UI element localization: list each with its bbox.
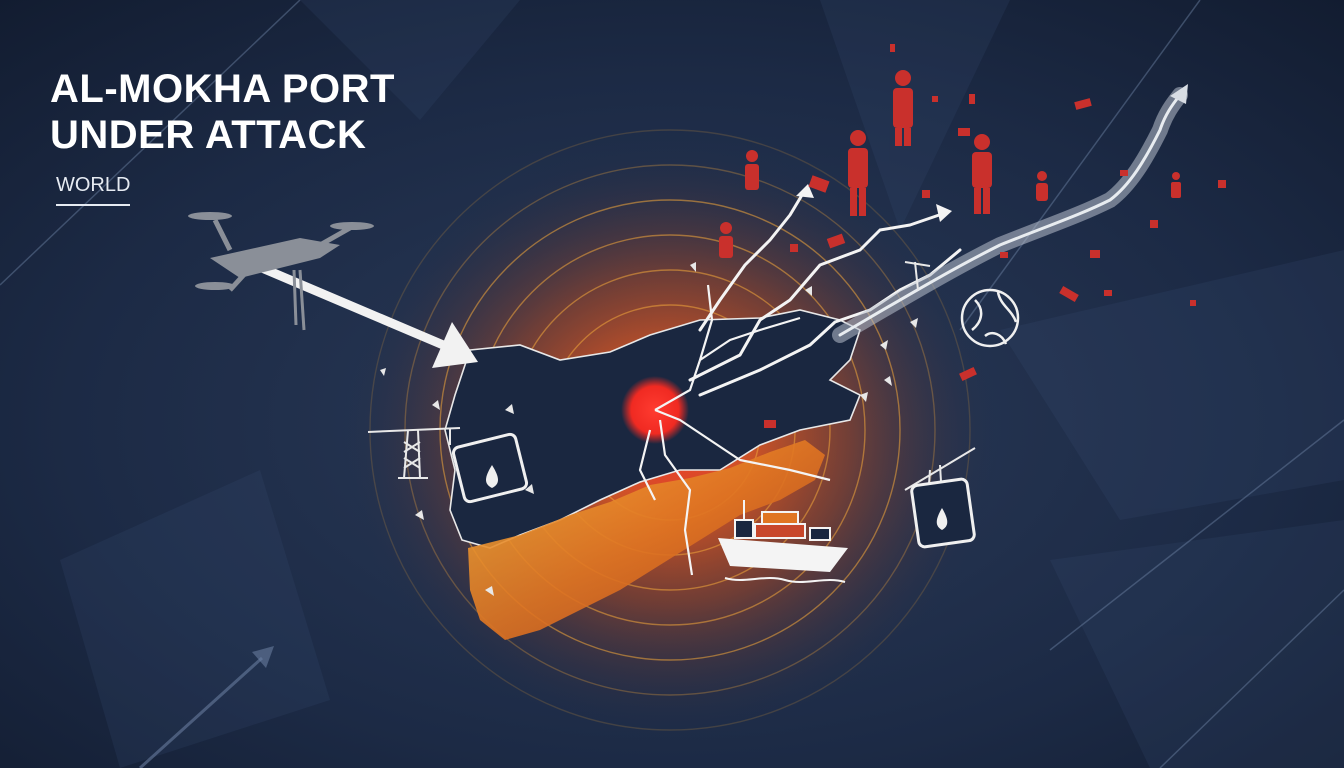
attack-arrow [250,260,478,368]
category-label: WORLD [56,173,131,206]
trend-arrow-icon [796,184,952,222]
person-icon [719,222,733,258]
person-icon [972,134,992,214]
person-icon [1171,172,1181,198]
person-icon [848,130,868,216]
person-icon [893,70,913,146]
debris [380,262,918,596]
trend-arrow-icon [138,646,274,768]
crack-lines [638,284,831,576]
headline-line-2: UNDER ATTACK [50,113,367,157]
oil-barrel-icon [451,432,529,504]
coastal-landmass [468,440,825,640]
trend-arrow-icon [1170,84,1188,104]
oil-barrel-icon [910,477,976,549]
person-icon [1036,171,1048,201]
background-shards [60,0,1344,768]
globe-icon [960,288,1020,348]
drone-icon [188,212,374,331]
headline: AL-MOKHA PORT UNDER ATTACK [50,66,395,158]
crane-icon [367,427,461,479]
person-icon [745,150,759,190]
headline-line-1: AL-MOKHA PORT [50,67,395,111]
casualty-figures [719,44,1226,428]
cargo-ship-icon [718,500,848,583]
